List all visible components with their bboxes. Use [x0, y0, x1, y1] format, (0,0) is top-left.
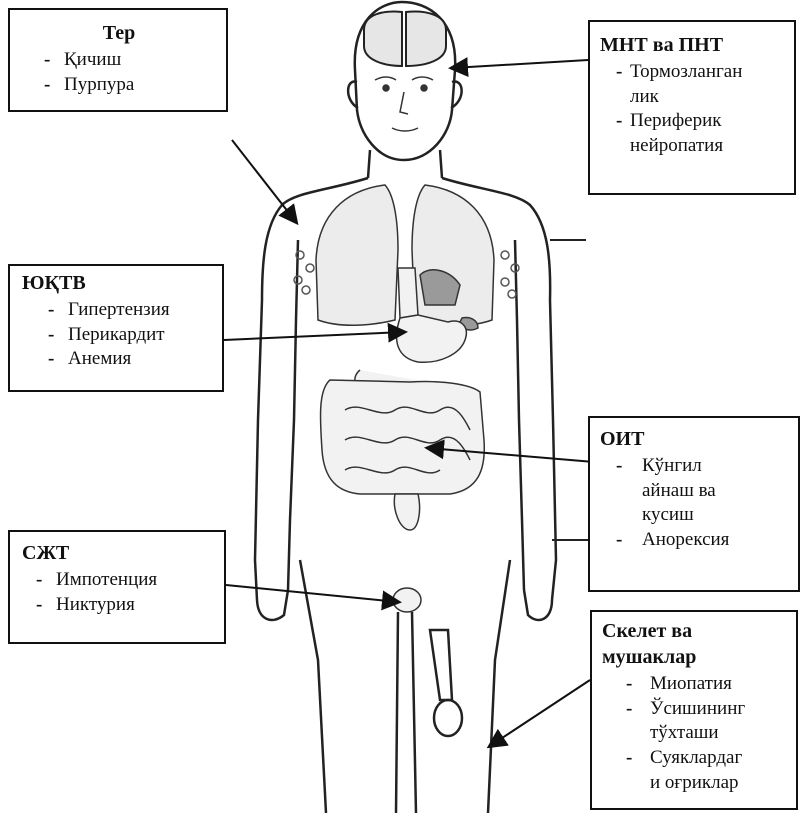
hand-left [257, 590, 288, 620]
urinary-item: Импотенция [28, 568, 216, 593]
git-box: ОИТ Кўнгил айнаш ва кусиш Анорексия [588, 416, 800, 592]
face [375, 77, 433, 131]
cvs-item: Перикардит [40, 323, 214, 348]
cvs-item: Гипертензия [40, 298, 214, 323]
cvs-title: ЮҚТВ [22, 270, 214, 296]
skin-box: Тер Қичиш Пурпура [8, 8, 228, 112]
cvs-item: Анемия [40, 347, 214, 372]
arrow-cns [452, 60, 588, 68]
hand-right [524, 590, 552, 620]
arm-inner-left [288, 240, 298, 590]
musculoskeletal-title: Скелет ва мушаклар [602, 618, 788, 670]
arrow-skin [232, 140, 296, 222]
skin-item: Пурпура [36, 73, 218, 98]
arrow-musc [490, 680, 590, 746]
leg-left-outer [300, 560, 326, 813]
bladder [393, 588, 421, 612]
knee [434, 700, 462, 736]
cns-item: Тормозланган лик [600, 60, 786, 109]
cvs-box: ЮҚТВ Гипертензия Перикардит Анемия [8, 264, 224, 392]
cns-title: МНТ ва ПНТ [600, 32, 786, 58]
arrow-urin [226, 585, 398, 602]
esophagus [398, 268, 418, 318]
git-item: Кўнгил айнаш ва кусиш [608, 454, 788, 528]
musculoskeletal-item: Суяклардаг и оғриклар [618, 746, 788, 795]
lung-left [316, 185, 398, 325]
urinary-title: СЖТ [22, 540, 216, 566]
femur [430, 630, 452, 700]
leg-right-outer [488, 560, 510, 813]
brain [364, 12, 446, 66]
leg-inner [396, 612, 416, 813]
skin-title: Тер [20, 20, 218, 46]
rectum [394, 494, 419, 530]
musculoskeletal-item: Миопатия [618, 672, 788, 697]
stomach [397, 315, 467, 362]
urinary-box: СЖТ Импотенция Никтурия [8, 530, 226, 644]
cns-box: МНТ ва ПНТ Тормозланган лик Периферик не… [588, 20, 796, 195]
musculoskeletal-box: Скелет ва мушаклар Миопатия Ўсишининг тў… [590, 610, 798, 810]
git-item: Анорексия [608, 528, 788, 553]
git-title: ОИТ [600, 426, 788, 452]
arrow-cvs [224, 332, 404, 340]
skin-item: Қичиш [36, 48, 218, 73]
musculoskeletal-item: Ўсишининг тўхташи [618, 697, 788, 746]
neck [368, 150, 442, 178]
urinary-item: Никтурия [28, 593, 216, 618]
cns-item: Периферик нейропатия [600, 109, 786, 158]
